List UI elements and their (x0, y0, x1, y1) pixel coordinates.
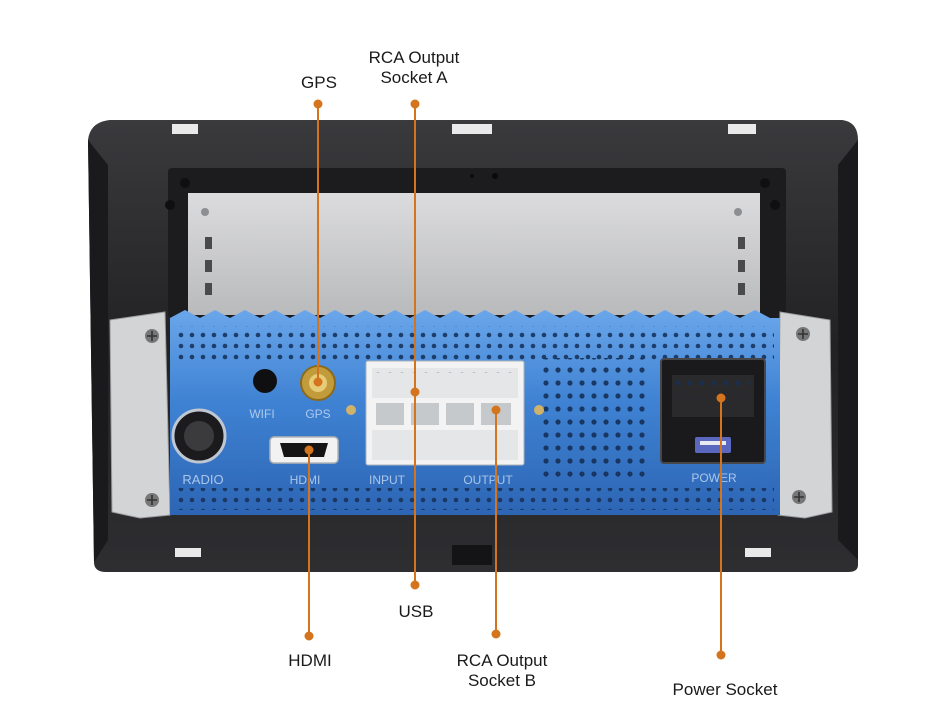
frame-hole (180, 178, 190, 188)
callout-rca-a: RCA Output Socket A (355, 48, 473, 88)
top-clip (452, 124, 492, 134)
frame-hole (760, 178, 770, 188)
callout-hdmi: HDMI (280, 651, 340, 671)
plate-hole (492, 173, 498, 179)
rca-slot (446, 403, 474, 425)
leader-dot-rca-a-end (410, 387, 420, 397)
frame-hole (165, 200, 175, 210)
callout-rca-a-line2: Socket A (380, 68, 448, 87)
screw (346, 405, 356, 415)
callout-rca-a-line1: RCA Output (368, 48, 460, 67)
power-socket-pinrow (676, 380, 750, 388)
plate-slot (738, 260, 745, 272)
callout-gps-label: GPS (301, 73, 337, 92)
bracket-left (109, 311, 171, 519)
device-text-radio: RADIO (182, 472, 223, 487)
bottom-clip (745, 548, 771, 557)
device-text-output: OUTPUT (463, 473, 513, 487)
screw (734, 208, 742, 216)
heatsink-vents-bottom (176, 488, 774, 510)
screw-cross (147, 495, 157, 505)
plate-slot (205, 260, 212, 272)
callout-rca-b: RCA Output Socket B (440, 651, 564, 691)
metal-plate (188, 193, 760, 315)
plate-slot (738, 237, 745, 249)
screw-cross (147, 331, 157, 341)
bottom-tab (452, 545, 492, 565)
screw (534, 405, 544, 415)
power-socket-pinrow (676, 398, 750, 406)
bracket-right (777, 311, 833, 519)
callout-gps: GPS (298, 73, 340, 93)
screw-cross (798, 329, 808, 339)
rca-slot (411, 403, 439, 425)
leader-dot-gps-end (313, 377, 323, 387)
plate-slot (738, 283, 745, 295)
plate-slot (205, 237, 212, 249)
wifi-antenna-hole (253, 369, 277, 393)
callout-usb-label: USB (398, 602, 434, 621)
leader-dot-usb (410, 580, 420, 590)
device-text-hdmi: HDMI (290, 473, 321, 487)
top-clip (728, 124, 756, 134)
rca-slot (376, 403, 404, 425)
leader-dot-power-end (716, 650, 726, 660)
leader-dot-hdmi-end (304, 631, 314, 641)
rca-socket-b (372, 430, 518, 460)
leader-dot-hdmi (304, 445, 314, 455)
device-text-gps: GPS (305, 407, 330, 421)
screw-cross (794, 492, 804, 502)
screw (201, 208, 209, 216)
plate-slot (205, 283, 212, 295)
leader-dot-gps (313, 99, 323, 109)
callout-rca-b-line1: RCA Output (456, 651, 548, 670)
top-clip (172, 124, 198, 134)
callout-usb: USB (393, 602, 439, 622)
callout-rca-b-line2: Socket B (467, 671, 537, 690)
plate-hole (470, 174, 474, 178)
heatsink-vents-mid (538, 358, 648, 483)
chassis-side-left (88, 140, 108, 562)
radio-antenna-jack-inner (184, 421, 214, 451)
device-text-wifi: WIFI (249, 407, 274, 421)
rca-row (376, 372, 514, 379)
device-text-power: POWER (691, 471, 737, 485)
bottom-clip (175, 548, 201, 557)
leader-dot-rca-a (410, 99, 420, 109)
callout-power: Power Socket (655, 680, 795, 700)
power-fuse-contact (700, 441, 726, 445)
heatsink-vents-top (176, 326, 774, 362)
hdmi-port-opening (280, 443, 328, 457)
leader-dot-rca-b-end (491, 629, 501, 639)
leader-lines (304, 99, 726, 660)
leader-dot-rca-b (491, 405, 501, 415)
device-text-input: INPUT (369, 473, 406, 487)
callout-hdmi-label: HDMI (288, 651, 332, 670)
chassis-side-right (838, 140, 858, 560)
callout-power-label: Power Socket (672, 680, 778, 699)
leader-dot-power (716, 393, 726, 403)
frame-hole (770, 200, 780, 210)
